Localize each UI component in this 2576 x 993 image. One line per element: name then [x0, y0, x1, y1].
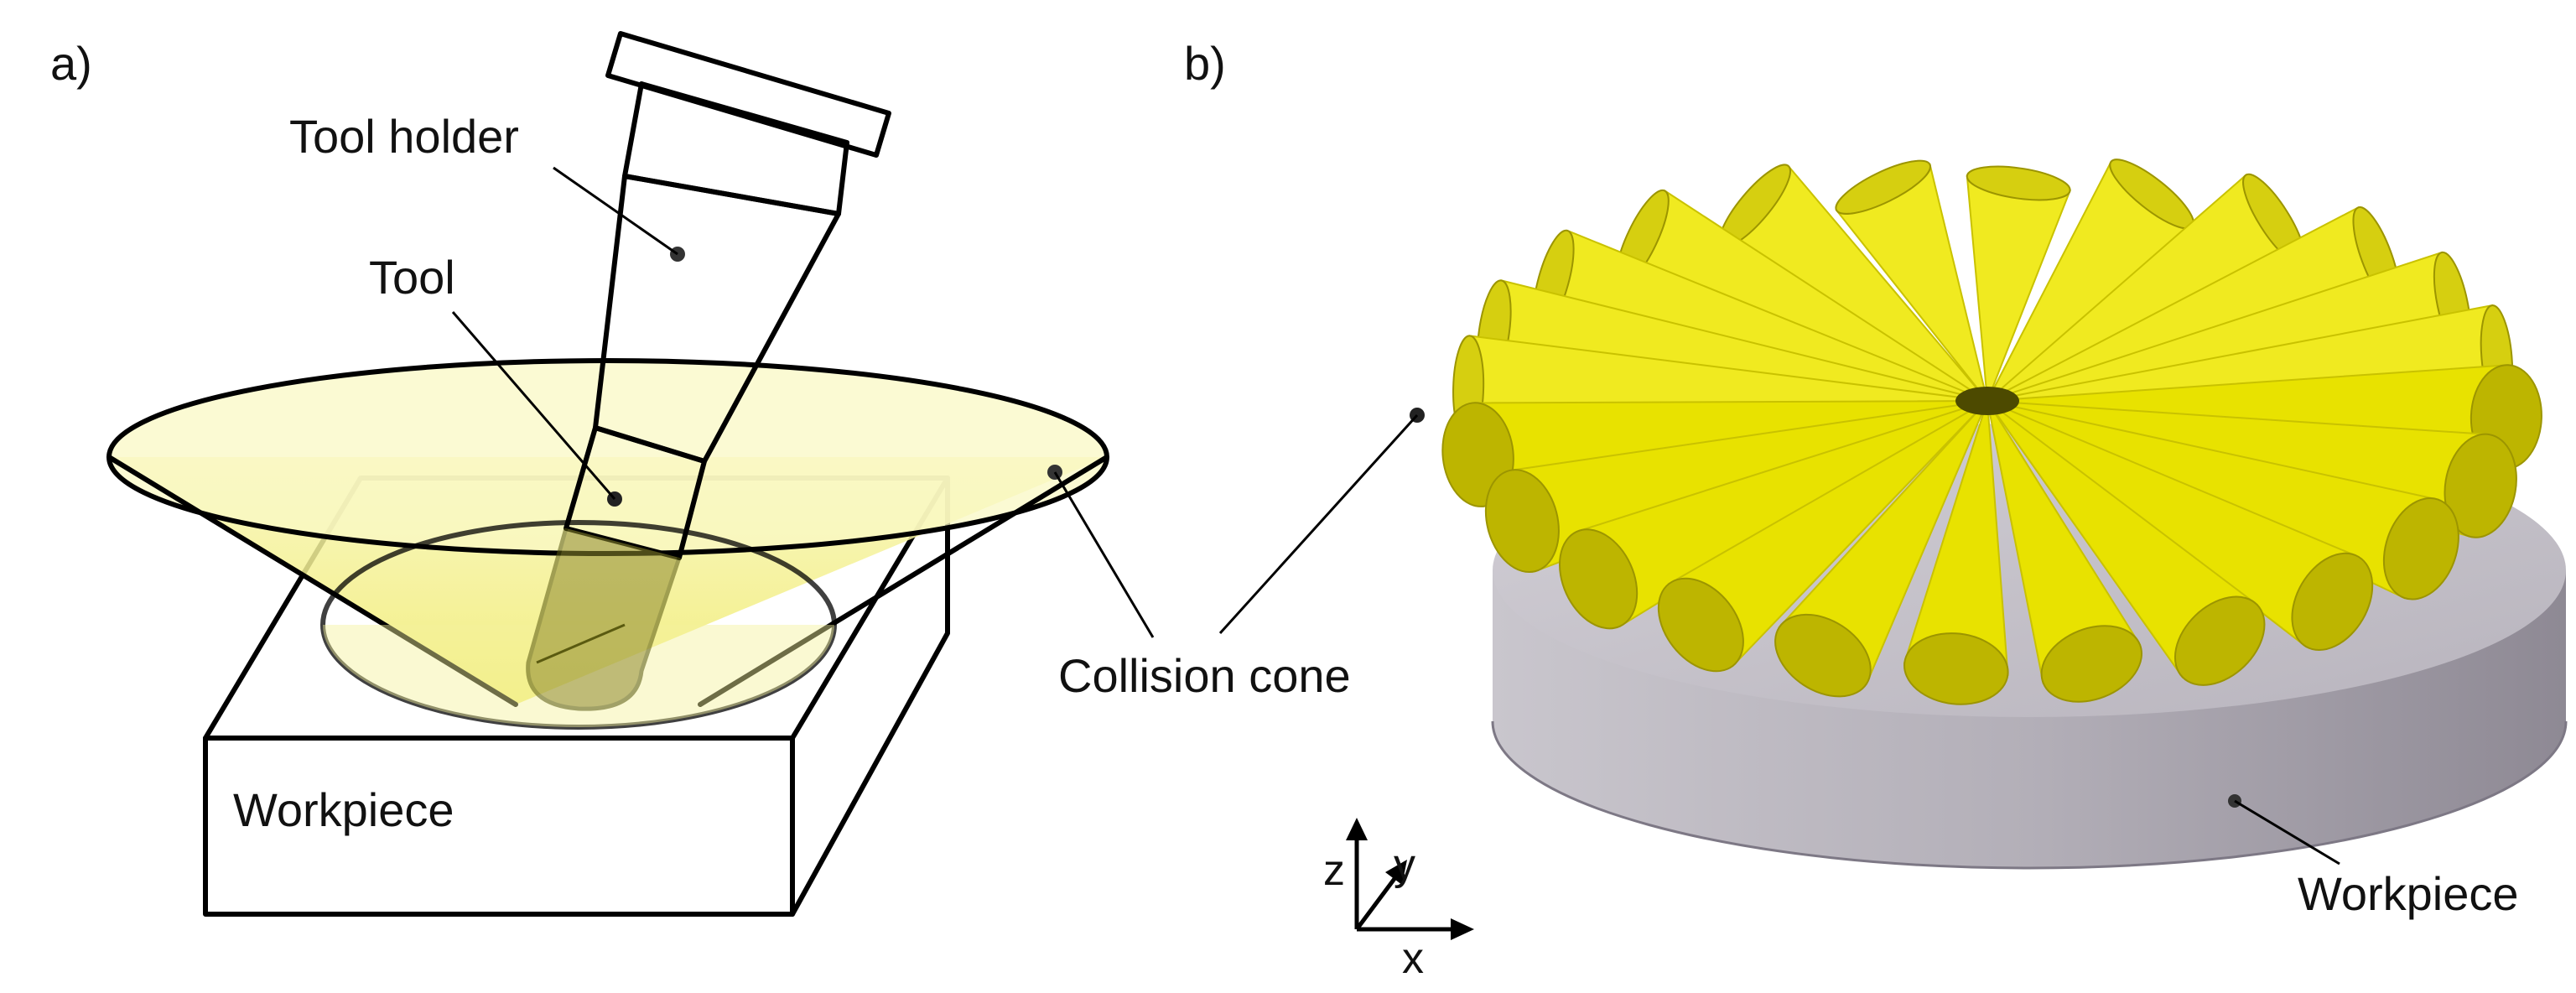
cone-base: [1774, 613, 1872, 698]
cone-base: [1657, 577, 1744, 673]
cone-base: [1559, 528, 1639, 630]
workpiece-label-a: Workpiece: [233, 783, 454, 836]
cone-base: [2040, 625, 2142, 703]
cone-base: [2444, 433, 2517, 538]
cone-base: [2382, 497, 2459, 600]
cone-base: [1484, 469, 1560, 574]
cone-base: [2291, 552, 2374, 651]
panel-a-label: a): [50, 37, 92, 90]
cone-apex-hole: [1955, 387, 2019, 415]
axes-triad: z y x: [1323, 818, 1474, 983]
collision-cone-label: Collision cone: [1058, 649, 1351, 702]
cone-base: [1966, 165, 2071, 201]
cone-base: [1903, 632, 2009, 705]
cone-base: [2174, 595, 2266, 686]
panel-b: b) Collision cone Workpiece z y x: [1058, 37, 2568, 983]
tool-label: Tool: [369, 251, 455, 304]
tool-holder-label: Tool holder: [289, 110, 519, 163]
bore-ellipse: [320, 520, 837, 730]
z-axis-label: z: [1323, 846, 1345, 895]
tool: [526, 425, 707, 711]
cone-base: [1835, 159, 1931, 215]
collision-cones-radial: [1441, 159, 2542, 705]
panel-b-label: b): [1184, 37, 1226, 90]
workpiece-label-b: Workpiece: [2298, 867, 2519, 920]
panel-a: a) Workpiece: [50, 31, 1155, 917]
y-axis-label: y: [1394, 840, 1415, 889]
x-axis-label: x: [1402, 934, 1424, 983]
